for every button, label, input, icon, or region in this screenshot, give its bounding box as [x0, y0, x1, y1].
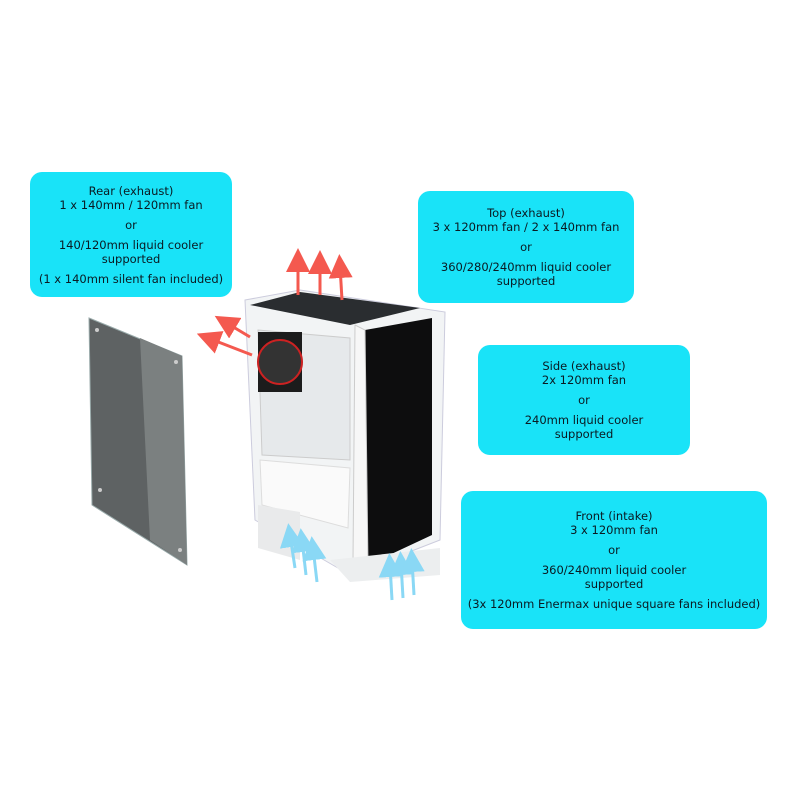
top-exhaust-callout: Top (exhaust) 3 x 120mm fan / 2 x 140mm … [418, 191, 634, 303]
callout-title: Top (exhaust) [487, 206, 565, 220]
callout-line: 3 x 120mm fan / 2 x 140mm fan [432, 220, 620, 234]
intake-arrows [279, 523, 425, 601]
callout-line: 140/120mm liquid cooler [58, 237, 204, 252]
side-exhaust-callout: Side (exhaust) 2x 120mm fan or 240mm liq… [478, 345, 690, 455]
callout-title: Rear (exhaust) [88, 183, 174, 198]
callout-note: (1 x 140mm silent fan included) [38, 271, 224, 286]
pc-case [244, 289, 446, 582]
callout-line: 3 x 120mm fan [570, 523, 658, 537]
callout-line: supported [101, 251, 161, 266]
callout-or: or [520, 240, 532, 254]
callout-or: or [125, 217, 137, 232]
callout-line: 360/280/240mm liquid cooler [440, 260, 612, 274]
callout-line: 1 x 140mm / 120mm fan [59, 197, 203, 212]
tempered-glass-side-panel [88, 317, 188, 566]
callout-line: supported [496, 274, 556, 288]
callout-note: (3x 120mm Enermax unique square fans inc… [467, 597, 761, 611]
callout-line: 240mm liquid cooler [524, 413, 644, 427]
callout-or: or [608, 543, 620, 557]
callout-line: 2x 120mm fan [541, 373, 627, 387]
callout-title: Side (exhaust) [542, 359, 626, 373]
callout-line: supported [584, 577, 644, 591]
rear-exhaust-callout: Rear (exhaust) 1 x 140mm / 120mm fan or … [30, 172, 232, 297]
callout-title: Front (intake) [575, 509, 653, 523]
callout-line: 360/240mm liquid cooler [541, 563, 687, 577]
callout-line: supported [554, 427, 614, 441]
exhaust-arrows [196, 248, 353, 357]
callout-or: or [578, 393, 590, 407]
fan-icon [257, 339, 303, 385]
front-intake-callout: Front (intake) 3 x 120mm fan or 360/240m… [461, 491, 767, 629]
